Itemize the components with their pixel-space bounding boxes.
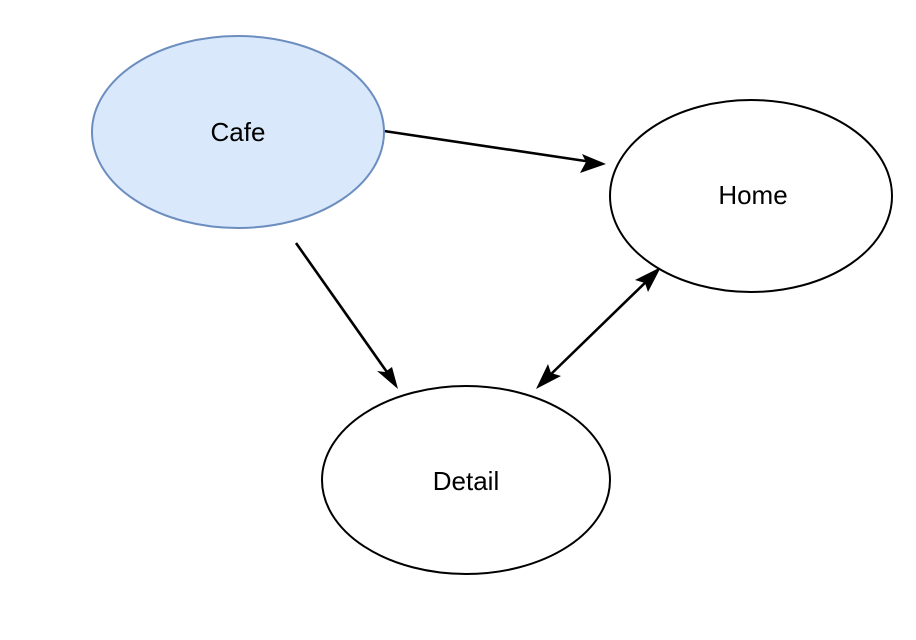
node-layer: Cafe Home Detail [91, 35, 893, 575]
node-cafe-label: Cafe [211, 117, 266, 147]
arrow-head-icon [536, 364, 561, 389]
arrow-head-icon [377, 367, 398, 389]
node-cafe[interactable]: Cafe [91, 35, 385, 229]
edge-line-detail-to-home[interactable] [546, 277, 651, 379]
node-home-ellipse[interactable] [609, 99, 893, 293]
edge-line-cafe-to-home[interactable] [383, 129, 593, 164]
edge-detail-to-home[interactable] [536, 267, 661, 389]
arrow-head-icon [635, 267, 661, 292]
edge-line-cafe-to-detail[interactable] [294, 242, 391, 376]
node-home[interactable]: Home [609, 99, 893, 293]
arrow-head-icon [580, 154, 606, 173]
edge-cafe-to-detail[interactable] [294, 242, 398, 389]
node-home-label: Home [718, 180, 787, 210]
edge-cafe-to-home[interactable] [383, 129, 606, 173]
node-detail[interactable]: Detail [321, 385, 611, 575]
node-cafe-ellipse[interactable] [91, 35, 385, 229]
node-detail-label: Detail [433, 466, 499, 496]
node-detail-ellipse[interactable] [321, 385, 611, 575]
edge-layer [294, 129, 661, 389]
